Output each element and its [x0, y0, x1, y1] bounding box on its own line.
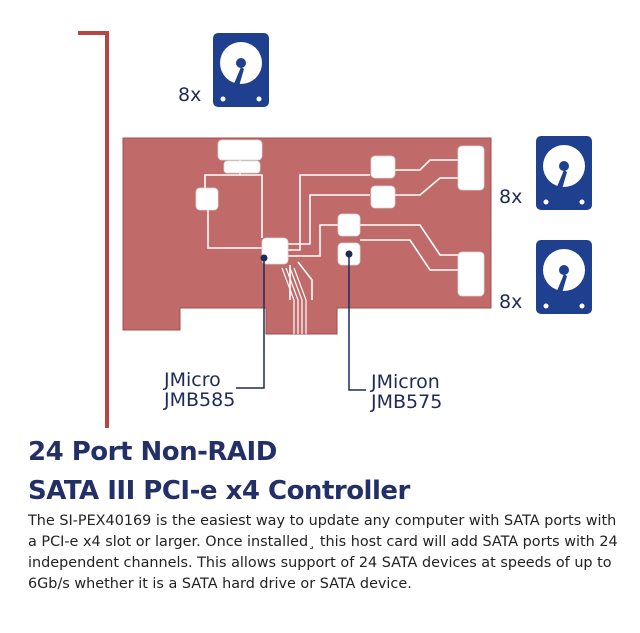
jmb585-label-line1: JMicro	[164, 369, 221, 391]
multiplier-chip-a	[195, 187, 219, 211]
multiplier-chip-b	[370, 155, 396, 179]
sata-port-top-2	[223, 160, 261, 174]
multiplier-chip-d	[337, 213, 361, 237]
hard-drive-icon	[213, 33, 269, 107]
sata-port-top-1	[217, 139, 263, 161]
jmb585-marker	[260, 254, 268, 262]
drive-count-top: 8x	[178, 84, 202, 106]
jmb585-label-line2: JMB585	[164, 389, 236, 411]
drive-count-right-bottom: 8x	[499, 291, 523, 313]
jmb585-label: JMicro JMB585	[164, 370, 235, 410]
jmb575-label-line2: JMB575	[371, 391, 443, 413]
jmb575-marker	[345, 250, 353, 258]
hard-drive-icon	[536, 136, 592, 210]
heading-line1: 24 Port Non-RAID	[28, 437, 277, 467]
controller-card-diagram	[78, 31, 592, 428]
product-description: The SI-PEX40169 is the easiest way to up…	[28, 513, 618, 592]
pcb-board	[122, 137, 492, 335]
sata-port-right-bottom	[457, 251, 485, 297]
drive-count-right-top: 8x	[499, 186, 523, 208]
sata-port-right-top	[457, 145, 485, 191]
jmb575-label: JMicron JMB575	[371, 372, 442, 412]
heading-line2: SATA III PCI-e x4 Controller	[28, 476, 410, 506]
callout-lines	[236, 254, 366, 391]
jmb575-label-line1: JMicron	[371, 371, 440, 393]
hard-drive-icon	[536, 240, 592, 314]
jmb585-chip	[261, 237, 289, 265]
pci-bracket	[78, 31, 109, 428]
multiplier-chip-c	[370, 185, 396, 209]
